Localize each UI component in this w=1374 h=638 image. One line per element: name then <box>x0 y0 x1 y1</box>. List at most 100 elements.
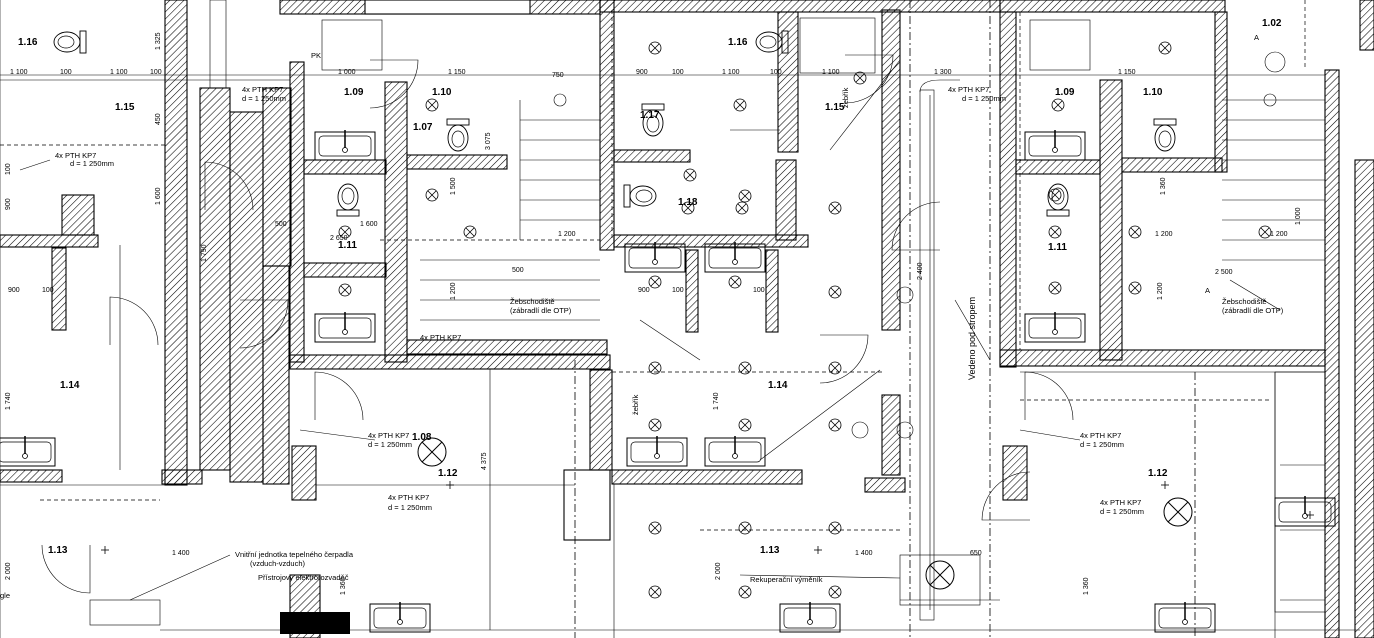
dimension-label: 100 <box>672 287 684 294</box>
pth-note: 4x PTH KP7 <box>368 431 409 440</box>
dimension-label: 500 <box>512 267 524 274</box>
dimension-label: 2 500 <box>1215 269 1233 276</box>
dimension-label: 1 200 <box>1270 231 1288 238</box>
dimension-label: 100 <box>150 69 162 76</box>
doors <box>41 54 1074 594</box>
dimension-label: 900 <box>8 287 20 294</box>
heat-pump-unit-note: Vnitřní jednotka tepelného čerpadla <box>235 550 354 559</box>
dimension-label: 1 360 <box>340 577 347 595</box>
ladder-note: žebřík <box>841 87 850 108</box>
dimension-label: 1 150 <box>448 69 466 76</box>
pth-note-diameter: d = 1 250mm <box>962 94 1006 103</box>
room-label-1-15: 1.15 <box>825 102 845 113</box>
dimension-label: 1 100 <box>722 69 740 76</box>
dimension-label: 500 <box>275 221 287 228</box>
pth-note-short: 4x PTH KP7 <box>420 333 461 342</box>
pth-note-diameter: d = 1 250mm <box>242 94 286 103</box>
section-mark-a: A <box>1254 33 1259 42</box>
room-label-1-07: 1.07 <box>413 122 433 133</box>
dimension-label: 1 500 <box>450 177 457 195</box>
edge-text: gle <box>0 591 10 600</box>
dimension-label: 100 <box>42 287 54 294</box>
dimension-label: 1 200 <box>450 282 457 300</box>
dimension-label: 1 790 <box>201 244 208 262</box>
dimension-label: 1 400 <box>172 550 190 557</box>
pth-note-diameter: d = 1 250mm <box>1100 507 1144 516</box>
pth-note: 4x PTH KP7 <box>388 493 429 502</box>
electrical-panel-note: Přístrojový elektrorozvaděč <box>258 573 349 582</box>
pth-note: 4x PTH KP7 <box>1080 431 1121 440</box>
ceiling-outlets <box>100 41 1315 599</box>
stairs-note: Žebschodiště <box>1222 297 1267 306</box>
dimension-label: 900 <box>638 287 650 294</box>
room-labels: 1.16 1.15 1.09 1.10 1.07 1.11 1.14 1.08 … <box>18 18 1282 556</box>
recuperator-note: Rekuperační výměník <box>750 575 823 584</box>
stairs-note-railing: (zábradlí dle OTP) <box>1222 306 1284 315</box>
dimension-label: 100 <box>753 287 765 294</box>
ladder-note: žebřík <box>631 394 640 415</box>
dimension-label: 1 600 <box>360 221 378 228</box>
pth-note: 4x PTH KP7 <box>55 151 96 160</box>
stairs-note-railing: (zábradlí dle OTP) <box>510 306 572 315</box>
dimension-label: 100 <box>770 69 782 76</box>
dimension-label: 1 600 <box>155 187 162 205</box>
heat-pump-unit-type: (vzduch-vzduch) <box>250 559 306 568</box>
pth-note: 4x PTH KP7 <box>1100 498 1141 507</box>
room-label-1-09: 1.09 <box>1055 87 1075 98</box>
pth-note-diameter: d = 1 250mm <box>388 503 432 512</box>
room-label-1-10: 1.10 <box>432 87 452 98</box>
dimension-label: 1 300 <box>934 69 952 76</box>
dimension-label: 100 <box>60 69 72 76</box>
dimension-label: 1 150 <box>1118 69 1136 76</box>
dimension-label: 2 400 <box>917 262 924 280</box>
pth-note-diameter: d = 1 250mm <box>368 440 412 449</box>
dimension-label: 4 375 <box>481 452 488 470</box>
room-label-1-02: 1.02 <box>1262 18 1282 29</box>
pk-label: PK <box>311 51 321 60</box>
room-label-1-13: 1.13 <box>48 545 68 556</box>
dimension-label: 900 <box>636 69 648 76</box>
dimension-label: 1 360 <box>1160 177 1167 195</box>
room-label-1-16: 1.16 <box>728 37 748 48</box>
dimension-label: 1 100 <box>10 69 28 76</box>
room-label-1-17: 1.17 <box>640 110 660 121</box>
dimension-label: 3 075 <box>485 132 492 150</box>
room-label-1-10: 1.10 <box>1143 87 1163 98</box>
dimension-label: 1 360 <box>1083 577 1090 595</box>
room-label-1-14: 1.14 <box>768 380 788 391</box>
dimension-label: 1 400 <box>855 550 873 557</box>
room-label-1-16: 1.16 <box>18 37 38 48</box>
dimension-label: 1 200 <box>558 231 576 238</box>
dimension-label: 1 325 <box>155 32 162 50</box>
under-ceiling-note: Vedeno pod stropem <box>967 297 977 380</box>
room-label-1-08: 1.08 <box>412 432 432 443</box>
room-label-1-14: 1.14 <box>60 380 80 391</box>
pth-note: 4x PTH KP7 <box>242 85 283 94</box>
dimension-label: 1 740 <box>5 392 12 410</box>
room-label-1-12: 1.12 <box>438 468 458 479</box>
dimension-label: 2 650 <box>330 235 348 242</box>
stairs-note: Žebschodiště <box>510 297 555 306</box>
sanitary-fixtures <box>0 17 1336 633</box>
room-label-1-18: 1.18 <box>678 197 698 208</box>
dimension-label: 750 <box>552 72 564 79</box>
dimension-label: 1 200 <box>1155 231 1173 238</box>
dimension-label: 100 <box>5 163 12 175</box>
pth-note-diameter: d = 1 250mm <box>1080 440 1124 449</box>
annotations: 4x PTH KP7 d = 1 250mm 4x PTH KP7 d = 1 … <box>0 33 1284 600</box>
dimension-label: 2 000 <box>5 562 12 580</box>
dimension-label: 1 740 <box>713 392 720 410</box>
room-label-1-13: 1.13 <box>760 545 780 556</box>
dimension-labels: 1 100 100 1 100 100 1 000 1 150 750 900 … <box>5 32 1302 595</box>
dimension-label: 1 000 <box>338 69 356 76</box>
pth-note: 4x PTH KP7 <box>948 85 989 94</box>
dimension-label: 1 200 <box>1157 282 1164 300</box>
dimension-label: 2 000 <box>715 562 722 580</box>
dimension-label: 450 <box>155 113 162 125</box>
section-mark-a: A <box>1205 286 1210 295</box>
dimension-label: 1 000 <box>1295 207 1302 225</box>
dimension-label: 650 <box>970 550 982 557</box>
